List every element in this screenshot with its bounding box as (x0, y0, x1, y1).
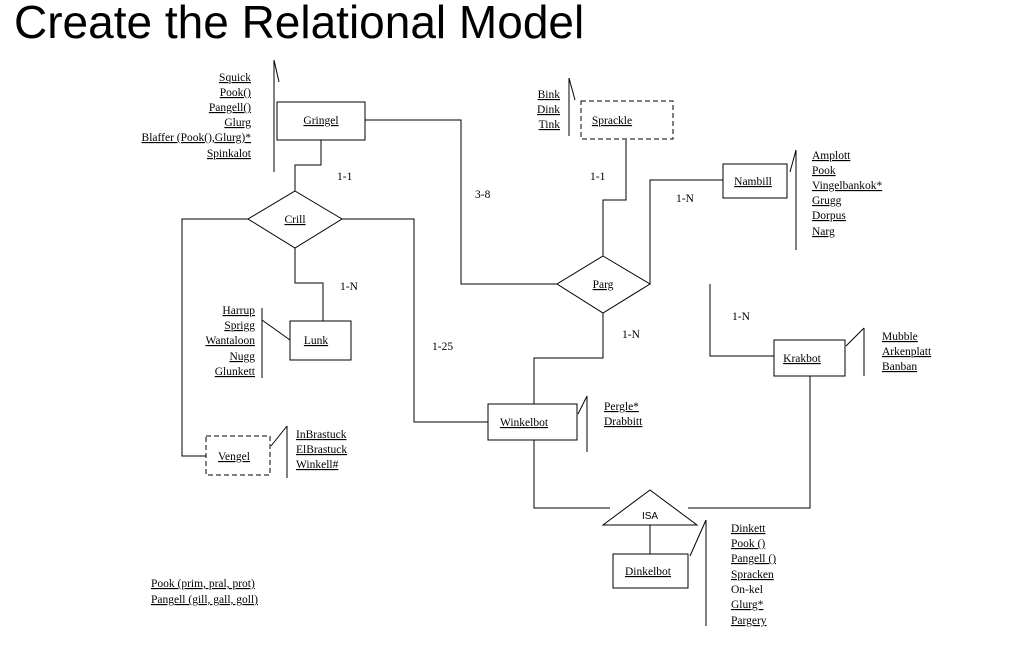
entity-lunk-label: Lunk (304, 335, 329, 347)
line-crill-winkelbot (342, 218, 488, 423)
attr-dinkelbot-5: Glurg* (731, 599, 764, 611)
line-krakbot-isa (688, 376, 811, 509)
note-pook: Pook (prim, pral, prot) (151, 578, 255, 590)
entity-vengel-label: Vengel (218, 451, 250, 463)
entity-winkelbot (487, 403, 578, 441)
cardinality-parg-krakbot: 1-N (732, 311, 751, 323)
attr-lunk-1: Sprigg (224, 320, 255, 332)
attr-vengel-2: Winkell# (296, 459, 339, 471)
entity-gringel (276, 101, 366, 141)
entity-gringel-label: Gringel (303, 115, 338, 127)
entity-dinkelbot-label: Dinkelbot (625, 566, 672, 578)
attr-nambill-4: Dorpus (812, 210, 846, 222)
line-crill-vengel (181, 218, 248, 457)
attr-lunk-4: Glunkett (215, 366, 256, 378)
line-parg-krakbot (709, 284, 774, 357)
line-gringel-crill (294, 140, 322, 191)
line-gringel-parg (365, 119, 557, 285)
attr-nambill-5: Narg (812, 226, 835, 238)
attr-dinkelbot-6: Pargery (731, 615, 767, 627)
cardinality-parg-winkelbot: 1-N (622, 329, 641, 341)
entity-winkelbot-label: Winkelbot (500, 417, 549, 429)
attr-gringel-2: Pangell() (209, 102, 251, 114)
relationship-crill (247, 190, 343, 249)
entity-nambill-label: Nambill (734, 176, 772, 188)
line-sprackle-parg (602, 140, 627, 256)
entity-nambill (722, 163, 788, 199)
entity-sprackle-label: Sprackle (592, 115, 632, 127)
cardinality-nambill-parg: 1-N (676, 193, 695, 205)
attr-winkelbot-1: Drabbitt (604, 416, 643, 428)
attr-vengel-1: ElBrastuck (296, 444, 347, 456)
relationship-parg-label: Parg (593, 279, 614, 291)
attr-vengel-0: InBrastuck (296, 429, 347, 441)
attr-gringel-4: Blaffer (Pook(),Glurg)* (142, 132, 252, 144)
attr-dinkelbot-0: Dinkett (731, 523, 766, 535)
line-parg-winkelbot (533, 313, 604, 404)
attr-dinkelbot-4: On-kel (731, 584, 763, 596)
relationship-crill-label: Crill (284, 214, 305, 226)
attr-dinkelbot-1: Pook () (731, 538, 765, 550)
attr-nambill-2: Vingelbankok* (812, 180, 882, 192)
attr-krakbot-1: Arkenplatt (882, 346, 932, 358)
attr-krakbot-2: Banban (882, 361, 917, 373)
attr-nambill-3: Grugg (812, 195, 842, 207)
isa-label: ISA (642, 511, 658, 522)
attr-sprackle-1: Dink (537, 104, 560, 116)
cardinality-crill-lunk: 1-N (340, 281, 359, 293)
bracket-lunk-tick (261, 319, 291, 341)
attr-sprackle-0: Bink (538, 89, 561, 101)
line-crill-lunk (294, 248, 324, 321)
attr-nambill-1: Pook (812, 165, 836, 177)
cardinality-sprackle-parg: 1-1 (590, 171, 606, 183)
bracket-gringel-tick (273, 59, 280, 83)
bracket-krakbot-tick (845, 327, 865, 347)
entity-lunk (289, 320, 352, 361)
entity-dinkelbot (612, 553, 689, 589)
attr-winkelbot-0: Pergle* (604, 401, 639, 413)
bracket-vengel-tick (270, 425, 288, 447)
attr-dinkelbot-3: Spracken (731, 569, 774, 581)
entity-sprackle (580, 100, 674, 140)
note-pangell: Pangell (gill, gall, goll) (151, 594, 258, 606)
attr-lunk-2: Wantaloon (205, 335, 255, 347)
cardinality-gringel-parg: 3-8 (475, 189, 491, 201)
bracket-nambill-tick (789, 149, 797, 173)
bracket-dinkelbot-tick (689, 519, 707, 557)
attr-nambill-0: Amplott (812, 150, 851, 162)
slide-title: Create the Relational Model (14, 0, 585, 48)
bracket-winkelbot-tick (577, 395, 588, 415)
attr-dinkelbot-2: Pangell () (731, 553, 776, 565)
attr-gringel-0: Squick (219, 72, 251, 84)
attr-krakbot-0: Mubble (882, 331, 918, 343)
attr-gringel-1: Pook() (220, 87, 251, 99)
cardinality-gringel-crill: 1-1 (337, 171, 353, 183)
line-winkelbot-isa (533, 440, 610, 509)
attr-lunk-3: Nugg (229, 351, 255, 363)
entity-krakbot (773, 339, 846, 377)
entity-krakbot-label: Krakbot (783, 353, 821, 365)
isa-triangle (601, 489, 699, 526)
line-nambill-parg (649, 179, 723, 284)
cardinality-crill-winkelbot: 1-25 (432, 341, 453, 353)
attr-sprackle-2: Tink (539, 119, 561, 131)
relationship-parg (556, 255, 651, 314)
attr-lunk-0: Harrup (222, 305, 255, 317)
attr-gringel-3: Glurg (224, 117, 251, 129)
bracket-sprackle-tick (568, 77, 576, 101)
attr-gringel-5: Spinkalot (207, 148, 252, 160)
entity-vengel (205, 435, 271, 476)
